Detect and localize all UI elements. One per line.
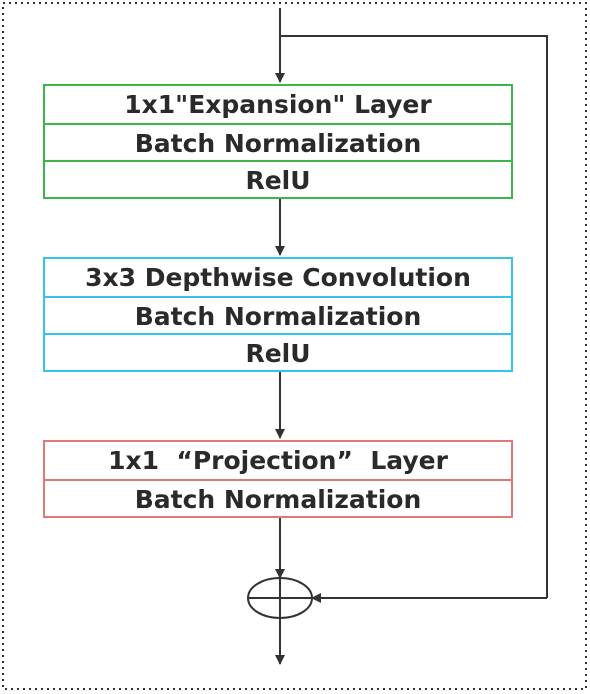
projection-block: 1x1 “Projection” Layer Batch Normalizati… xyxy=(43,440,513,518)
skip-connection-line xyxy=(280,35,548,598)
relu-label: RelU xyxy=(45,160,511,197)
batch-normalization-label: Batch Normalization xyxy=(45,123,511,160)
batch-normalization-label: Batch Normalization xyxy=(45,479,511,516)
expansion-block: 1x1"Expansion" Layer Batch Normalization… xyxy=(43,84,513,199)
projection-layer-label: 1x1 “Projection” Layer xyxy=(108,446,448,475)
relu-label: RelU xyxy=(45,333,511,370)
circled-plus-icon xyxy=(247,577,313,619)
batch-normalization-label: Batch Normalization xyxy=(45,296,511,333)
depthwise-convolution-label: 3x3 Depthwise Convolution xyxy=(85,263,471,292)
depthwise-block: 3x3 Depthwise Convolution Batch Normaliz… xyxy=(43,257,513,372)
expansion-layer-label: 1x1"Expansion" Layer xyxy=(124,90,432,119)
